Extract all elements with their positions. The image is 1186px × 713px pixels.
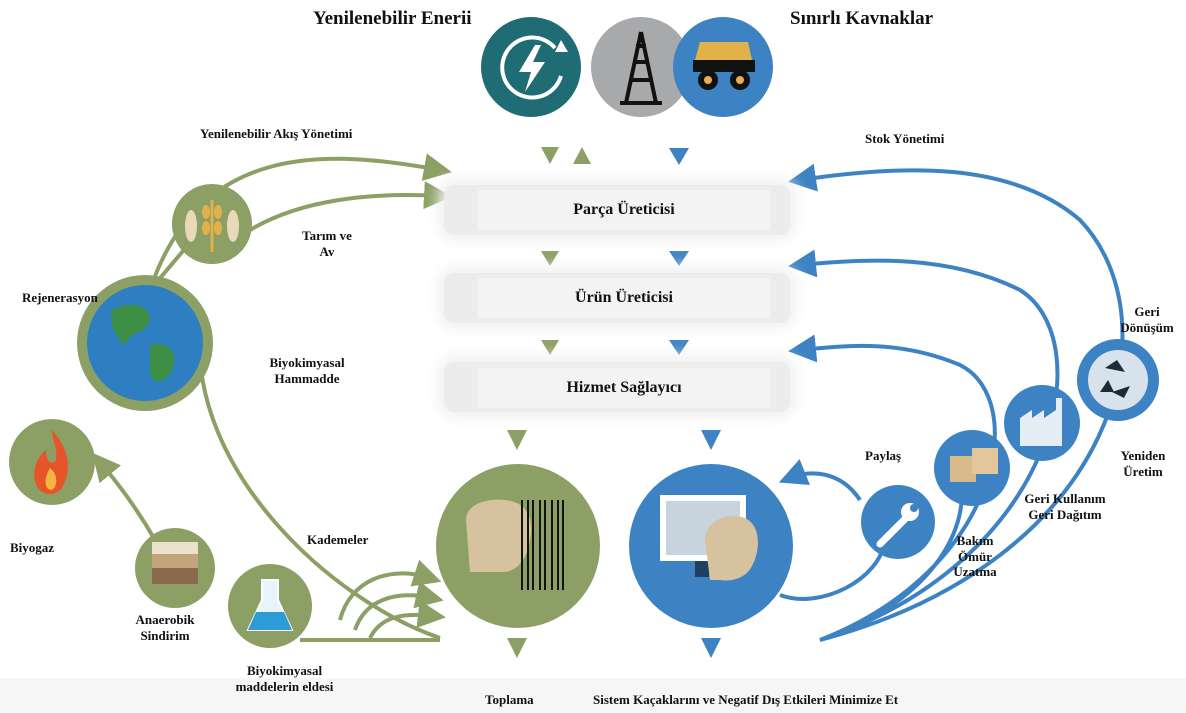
renewable-energy-icon <box>481 17 581 117</box>
cascade-arc-1 <box>338 559 442 621</box>
globe-icon <box>77 275 213 411</box>
farming-label-line1: Tarım ve <box>302 228 352 243</box>
biological-cycle-arrows <box>92 153 452 642</box>
collection-consumer-icon <box>436 464 600 628</box>
renewable-energy-heading: Yenilenebilir Enerii <box>313 8 472 29</box>
stage-parts-manufacturer: Parça Üreticisi <box>478 190 770 230</box>
farming-label-line2: Av <box>319 243 335 259</box>
biochemical-extraction-label: Biyokimyasal maddelerin eldesi <box>222 663 347 694</box>
farming-label: Tarım ve Av <box>292 228 362 259</box>
factory-icon <box>1004 385 1080 461</box>
to-biogas-arrow <box>92 452 157 541</box>
reuse-label: Geri Kullanım Geri Dağıtım <box>1010 491 1120 522</box>
remanufacture-label: Yeniden Üretim <box>1108 448 1178 479</box>
reuse-boxes-icon <box>934 430 1010 506</box>
stage-product-manufacturer: Ürün Üreticisi <box>478 278 770 318</box>
minimize-leakage-label: Sistem Kaçaklarını ve Negatif Dış Etkile… <box>593 692 899 707</box>
cascades-label: Kademeler <box>307 532 369 547</box>
maintain-label-line3: Uzatma <box>953 564 997 580</box>
anaerobic-label-line1: Anaerobik <box>135 612 195 627</box>
mining-truck-icon <box>673 17 773 117</box>
extraction-label-line2: maddelerin eldesi <box>235 678 334 694</box>
reuse-label-line1: Geri Kullanım <box>1024 491 1106 506</box>
biogas-flame-icon <box>9 419 95 505</box>
biochemical-feedstock-line2: Hammadde <box>274 370 340 386</box>
recycle-arrow <box>788 249 1060 642</box>
user-computer-icon <box>629 464 793 628</box>
maintain-arrow <box>779 539 887 601</box>
regeneration-label: Rejenerasyon <box>22 290 98 305</box>
stage-service-provider: Hizmet Sağlayıcı <box>478 368 770 408</box>
cascade-arc-3 <box>368 600 446 639</box>
maintain-label-line2: Ömür <box>958 548 992 564</box>
recycle-icon <box>1077 339 1159 421</box>
remanufacture-label-line2: Üretim <box>1123 463 1163 479</box>
anaerobic-digestion-icon <box>135 528 215 608</box>
share-arrow <box>778 459 862 502</box>
stock-management-arrow <box>788 163 1125 642</box>
stock-management-label: Stok Yönetimi <box>865 131 945 146</box>
renewable-flow-label: Yenilenebilir Akış Yönetimi <box>200 126 353 141</box>
anaerobic-digestion-label: Anaerobik Sindirim <box>120 612 210 643</box>
anaerobic-label-line2: Sindirim <box>140 627 190 643</box>
biogas-label: Biyogaz <box>10 540 55 555</box>
farming-fishing-icon <box>172 184 252 264</box>
maintain-wrench-icon <box>861 485 935 559</box>
flow-triangles <box>507 147 721 658</box>
maintain-label: Bakım Ömür Uzatma <box>935 533 1015 580</box>
recycle-label-line2: Dönüşüm <box>1120 319 1174 335</box>
finite-resources-heading: Sınırlı Kavnaklar <box>790 8 934 29</box>
recycle-label: Geri Dönüşüm <box>1112 304 1182 335</box>
extraction-label-line1: Biyokimyasal <box>246 663 323 678</box>
recycle-label-line1: Geri <box>1134 304 1160 319</box>
maintain-label-line1: Bakım <box>956 533 994 548</box>
biochemical-extraction-icon <box>228 564 312 648</box>
biochemical-feedstock-line1: Biyokimyasal <box>269 355 345 370</box>
collection-label: Toplama <box>485 692 534 707</box>
cascade-arc-2 <box>353 580 444 631</box>
oil-derrick-icon <box>591 17 691 117</box>
farming-arrow <box>248 181 452 232</box>
share-label: Paylaş <box>865 448 902 463</box>
bottom-bar <box>0 678 1186 713</box>
reuse-label-line2: Geri Dağıtım <box>1028 506 1102 522</box>
biochemical-feedstock-label: Biyokimyasal Hammadde <box>262 355 352 386</box>
remanufacture-label-line1: Yeniden <box>1120 448 1166 463</box>
renewable-flow-arrow <box>148 153 452 291</box>
